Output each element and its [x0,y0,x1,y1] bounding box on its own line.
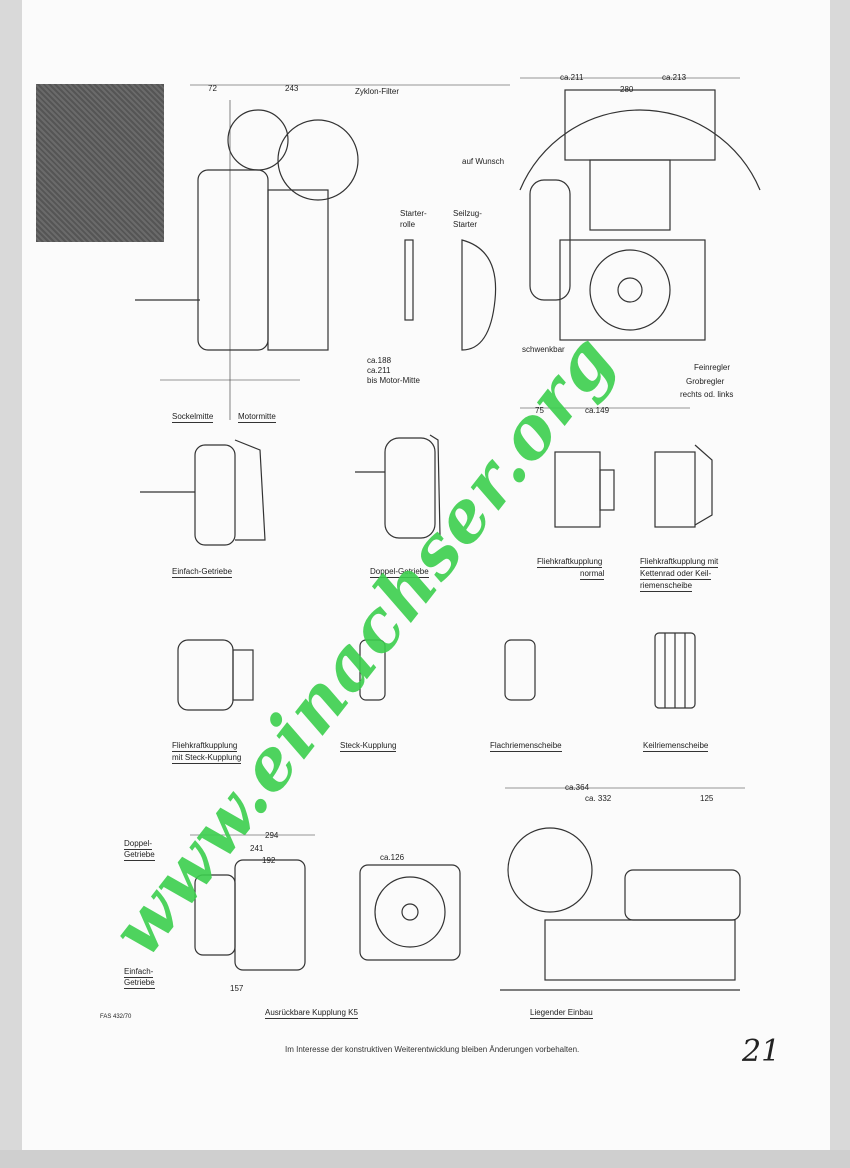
label-bis-motor-mitte: bis Motor-Mitte [367,376,420,385]
label-starter-rolle: Starter-rolle [400,209,427,229]
page-number: 21 [742,1034,781,1069]
flachriemenscheibe-drawing [504,639,536,701]
dim-294: 294 [265,831,279,840]
liegender-einbau-drawing [500,787,745,991]
label-grobregler: Grobregler [686,377,725,386]
dim-243: 243 [285,84,299,93]
einfach-getriebe-drawing [140,439,266,546]
drawing-number: FAS 432/70 [100,1014,132,1020]
dim-72: 72 [208,84,217,93]
caption-fk-ketten-1: Fliehkraftkupplung mit [640,557,719,568]
caption-keilriemenscheibe: Keilriemenscheibe [643,741,709,752]
fk-ketten-drawing [654,444,713,528]
starter-views [404,239,497,351]
caption-fk-ketten-3: riemenscheibe [640,581,693,592]
dim-280: 280 [620,85,634,94]
label-sockelmitte: Sockelmitte [172,412,214,423]
dim-ca332: ca. 332 [585,794,612,803]
label-feinregler: Feinregler [694,363,731,372]
label-motormitte: Motormitte [238,412,276,423]
dim-125: 125 [700,794,714,803]
steck-kupplung-drawing [359,639,386,701]
dim-ca211-top: ca.211 [560,73,584,82]
label-rechts-links: rechts od. links [680,390,734,399]
caption-fk-normal-1: Fliehkraftkupplung [537,557,603,568]
keilriemenscheibe-drawing [654,632,696,709]
caption-doppel-getriebe: Doppel-Getriebe [370,567,429,578]
doppel-getriebe-drawing [355,434,441,539]
caption-ausrueckbare: Ausrückbare Kupplung K5 [265,1008,358,1019]
caption-einfach-side-1: Einfach- [124,967,154,978]
label-auf-wunsch: auf Wunsch [462,157,505,166]
scan-edge [0,1150,850,1168]
dark-scan-patch [36,84,164,242]
label-seilzug-starter: Seilzug-Starter [453,209,482,229]
dim-ca213: ca.213 [662,73,687,82]
caption-doppel-side-1: Doppel- [124,839,153,850]
caption-flachriemenscheibe: Flachriemenscheibe [490,741,562,752]
caption-liegender: Liegender Einbau [530,1008,593,1019]
dim-ca126: ca.126 [380,853,405,862]
k5-front-drawing [359,864,461,961]
dim-241: 241 [250,844,264,853]
caption-einfach-side-2: Getriebe [124,978,155,989]
caption-fk-normal-2: normal [580,569,605,580]
caption-fk-ketten-2: Kettenrad oder Keil- [640,569,712,580]
caption-steck-kupplung: Steck-Kupplung [340,741,397,752]
footer-note: Im Interesse der konstruktiven Weiterent… [285,1045,580,1054]
caption-einfach-getriebe: Einfach-Getriebe [172,567,233,578]
label-schwenkbar: schwenkbar [522,345,565,354]
dim-157: 157 [230,984,244,993]
dim-75: 75 [535,406,544,415]
label-zyklon-filter: Zyklon-Filter [355,87,400,96]
dim-192: 192 [262,856,276,865]
fk-steck-drawing [177,639,254,711]
dim-ca149: ca.149 [585,406,610,415]
dim-ca364: ca.364 [565,783,590,792]
dim-ca211: ca.211 [367,366,391,375]
ausrueckbare-kupplung-drawing [190,834,315,971]
engine-side-view [135,84,510,420]
engine-front-view [519,77,761,409]
caption-doppel-side-2: Getriebe [124,850,155,861]
caption-fk-steck-1: Fliehkraftkupplung [172,741,238,752]
caption-fk-steck-2: mit Steck-Kupplung [172,753,242,764]
fk-normal-drawing [554,451,615,528]
dim-ca188: ca.188 [367,356,392,365]
